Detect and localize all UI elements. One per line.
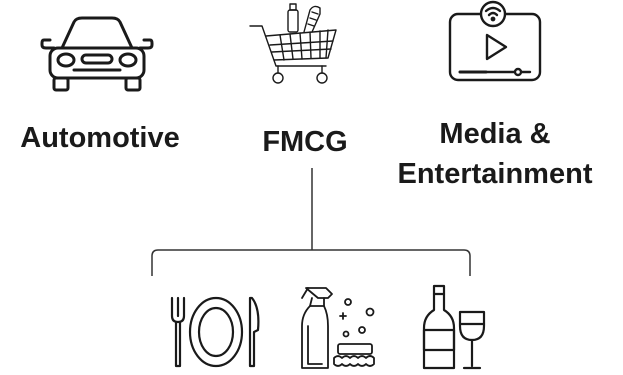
automotive-label: Automotive: [20, 122, 180, 154]
media-label-line2: Entertainment: [397, 158, 593, 190]
car-icon: [40, 12, 154, 92]
plate-fork-knife-icon: [166, 294, 262, 370]
video-play-icon: [440, 0, 546, 92]
fmcg-label: FMCG: [262, 126, 348, 158]
shopping-cart-icon: [248, 0, 344, 94]
wine-bottle-glass-icon: [420, 284, 490, 372]
media-label-line1: Media &: [439, 118, 551, 150]
cleaning-spray-icon: [298, 282, 382, 372]
